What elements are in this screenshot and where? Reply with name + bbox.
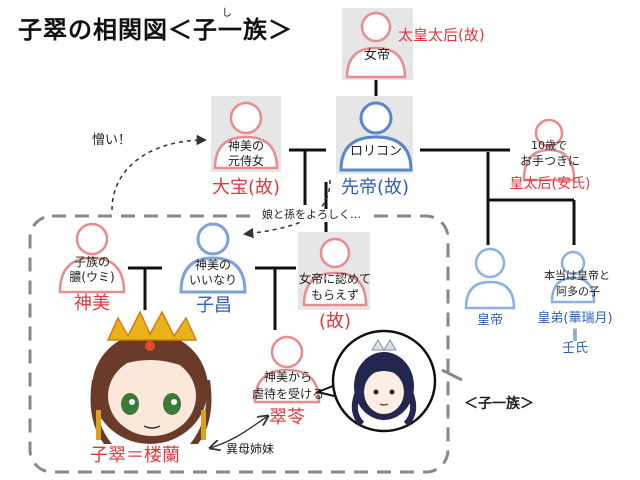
nikui-label: 憎い！ bbox=[92, 133, 132, 148]
musume-arrow bbox=[242, 179, 331, 239]
ibo-arrow bbox=[210, 416, 268, 448]
page-title: 子翠の相関図＜子一族＞ bbox=[18, 16, 293, 44]
taiho-name: 大宝(故) bbox=[211, 177, 281, 198]
taiho-inner-1: 神美の bbox=[227, 139, 264, 153]
koutaigo-above-1: 10歳で bbox=[531, 139, 567, 152]
brother-name-2: ‖ bbox=[572, 327, 578, 341]
shenmei-name: 神美 bbox=[74, 293, 110, 314]
suirei-bubble bbox=[314, 329, 437, 433]
sentei-name: 先帝(故) bbox=[340, 177, 410, 198]
koutaigo-name: 皇太后(安氏) bbox=[509, 176, 591, 192]
person-icon-sentei bbox=[339, 101, 413, 172]
clan-frame bbox=[28, 214, 450, 474]
shisui-name: 子翠＝楼蘭 bbox=[90, 445, 180, 466]
jotei-inner: 女帝 bbox=[363, 48, 390, 63]
unnamed-inner-1: 女帝に認めて bbox=[298, 272, 371, 286]
taiho-inner-2: 元侍女 bbox=[227, 154, 264, 168]
suirei-name: 翠苓 bbox=[269, 407, 305, 428]
unnamed-name: (故) bbox=[318, 311, 352, 332]
shishou-inner-2: いいなり bbox=[188, 273, 237, 287]
person-icon-koutei bbox=[464, 247, 516, 310]
brother-above-1: 本当は皇帝と bbox=[544, 269, 610, 282]
person-icon-shenmei bbox=[58, 222, 126, 294]
brother-name-1: 皇弟(華瑞月) bbox=[537, 311, 613, 326]
person-icon-unnamed bbox=[302, 237, 368, 307]
shisui-portrait bbox=[90, 310, 212, 444]
nikui-arrow bbox=[111, 134, 208, 211]
koutei-name: 皇帝 bbox=[476, 313, 503, 328]
unnamed-inner-2: もらえず bbox=[310, 288, 359, 302]
title-ruby: し bbox=[222, 8, 232, 19]
sentei-inner: ロリコン bbox=[349, 144, 402, 159]
koutaigo-above-2: お手つきに bbox=[519, 154, 580, 168]
brother-name-3: 壬氏 bbox=[561, 341, 588, 356]
bracket-arrow bbox=[441, 368, 463, 382]
shishou-inner-1: 神美の bbox=[194, 258, 231, 272]
shenmei-inner-2: 膿(ウミ) bbox=[69, 270, 115, 284]
shenmei-inner-1: 子族の bbox=[73, 255, 110, 269]
person-icon-shishou bbox=[179, 222, 247, 294]
jotei-label: 太皇太后(故) bbox=[398, 26, 485, 44]
lineage-lines bbox=[128, 80, 576, 330]
person-icon-jotei bbox=[345, 11, 407, 79]
brother-above-2: 阿多の子 bbox=[556, 285, 600, 298]
suirei-inner-1: 神美から bbox=[263, 370, 312, 384]
person-icon-taiho bbox=[213, 101, 279, 170]
person-icon-koutaigo bbox=[522, 118, 576, 182]
shishou-name: 子昌 bbox=[196, 295, 232, 316]
ibo-label: 異母姉妹 bbox=[226, 442, 275, 456]
musume-label: 娘と孫をよろしく… bbox=[258, 208, 365, 222]
person-icon-koutei-brother bbox=[550, 250, 596, 304]
suirei-inner-2: 虐待を受ける bbox=[251, 387, 324, 401]
clan-label: ＜子一族＞ bbox=[464, 396, 534, 412]
